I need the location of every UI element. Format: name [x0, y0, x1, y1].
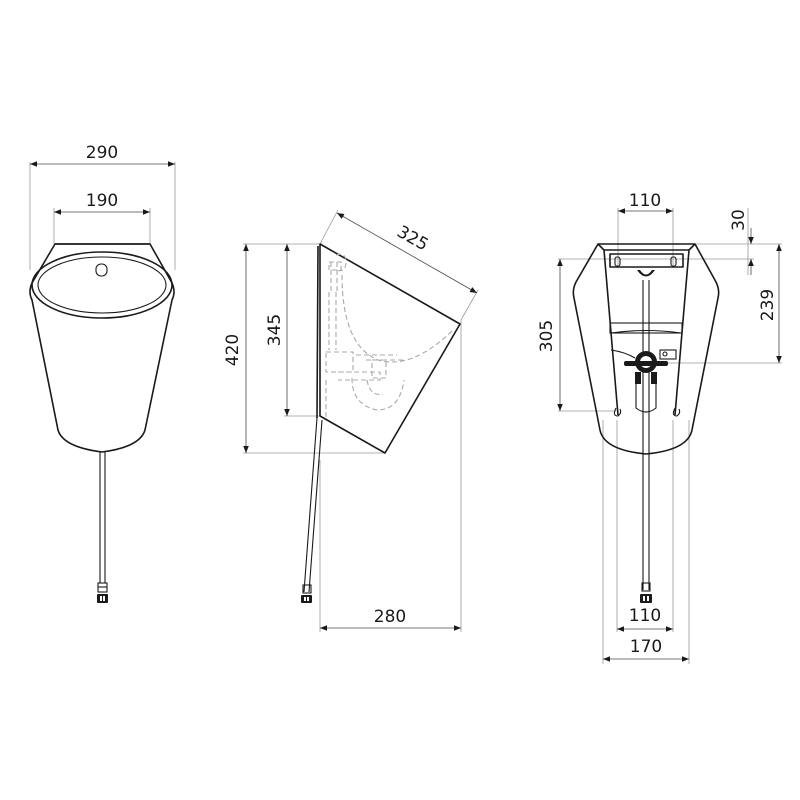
hook-left: [613, 407, 622, 417]
top-fixing-bracket: [609, 253, 684, 268]
urinal-body-front: [29, 243, 175, 453]
dimension-label-overall-height: 420: [223, 334, 243, 366]
dimension-label-top-width: 190: [86, 191, 118, 211]
rear-frame: [597, 243, 696, 416]
cross-bar: [609, 322, 683, 334]
spray-inlet: [95, 263, 108, 277]
dimension-label-height-to-outlet: 305: [537, 320, 557, 352]
side-view: 420 345 325 280: [223, 209, 479, 632]
dimension-label-slant-depth: 325: [393, 222, 431, 255]
dimension-line-325: [336, 212, 478, 294]
hidden-pipework: [325, 253, 454, 420]
hose-nut: [301, 595, 312, 603]
urinal-body-rear: [572, 243, 720, 455]
dimension-label-bottom-fixing-spacing: 110: [629, 606, 661, 626]
fixing-slot-right: [670, 256, 677, 267]
dimension-label-wall-height: 345: [265, 314, 285, 346]
outlet-tab: [659, 349, 677, 360]
bowl-rim-outer: [31, 251, 173, 319]
bowl-rim-inner: [37, 256, 167, 314]
dimension-label-bottom-width: 170: [630, 637, 662, 657]
urinal-body-side: [319, 243, 461, 454]
spray-nozzle: [637, 270, 655, 277]
front-view: 290 190: [29, 143, 176, 603]
rear-view: 110 30 239 305 110 170: [537, 191, 782, 664]
fixing-slot-left: [614, 256, 621, 267]
dimension-label-overall-width: 290: [86, 143, 118, 163]
dimension-label-fixing-to-outlet: 239: [758, 289, 778, 321]
hose-nut: [640, 594, 652, 603]
hose-fitting: [641, 582, 651, 592]
dimension-label-projection: 280: [374, 607, 406, 627]
hose-fitting: [302, 584, 312, 594]
hook-right: [672, 407, 681, 417]
hose-nut: [97, 594, 108, 603]
dimension-label-top-offset: 30: [729, 209, 749, 231]
dimension-label-top-fixing-spacing: 110: [629, 191, 661, 211]
